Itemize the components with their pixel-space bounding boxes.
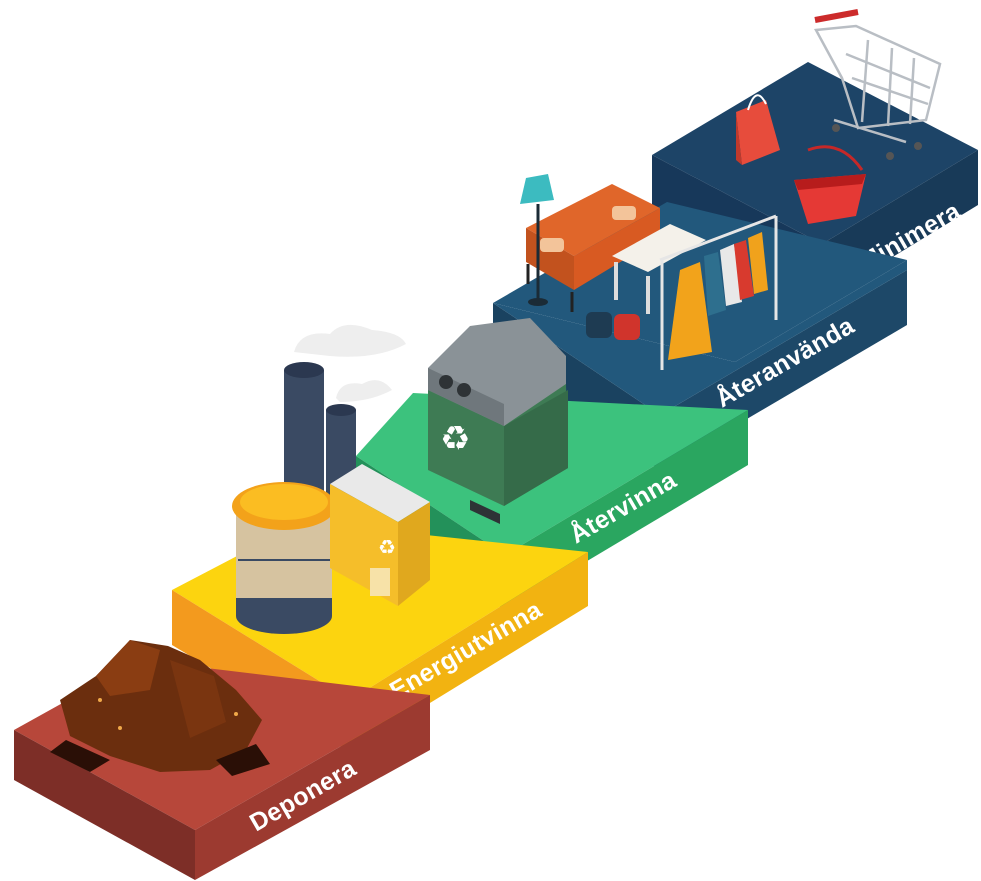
step-atervinna: ♻ Återvinna (356, 318, 748, 610)
shopping-bag-icon (736, 94, 780, 165)
table-icon (612, 224, 706, 314)
floor-lamp-icon (520, 174, 554, 306)
shopping-cart-icon (814, 9, 942, 160)
shopping-basket-icon (794, 145, 866, 224)
handbags-icon (586, 312, 640, 340)
landfill-waste-pile-icon (50, 640, 270, 776)
step-deponera-left (14, 730, 195, 880)
clothes-rack-icon (659, 214, 778, 370)
recycling-container-icon: ♻ (428, 318, 568, 524)
svg-text:♻: ♻ (378, 535, 396, 559)
step-deponera-front (195, 695, 430, 880)
step-minimera-top (652, 62, 978, 244)
svg-text:♻: ♻ (440, 419, 470, 459)
incinerator-tank-icon (232, 482, 336, 634)
step-deponera: Deponera (14, 640, 430, 880)
processing-building-icon: ♻ (330, 464, 430, 606)
